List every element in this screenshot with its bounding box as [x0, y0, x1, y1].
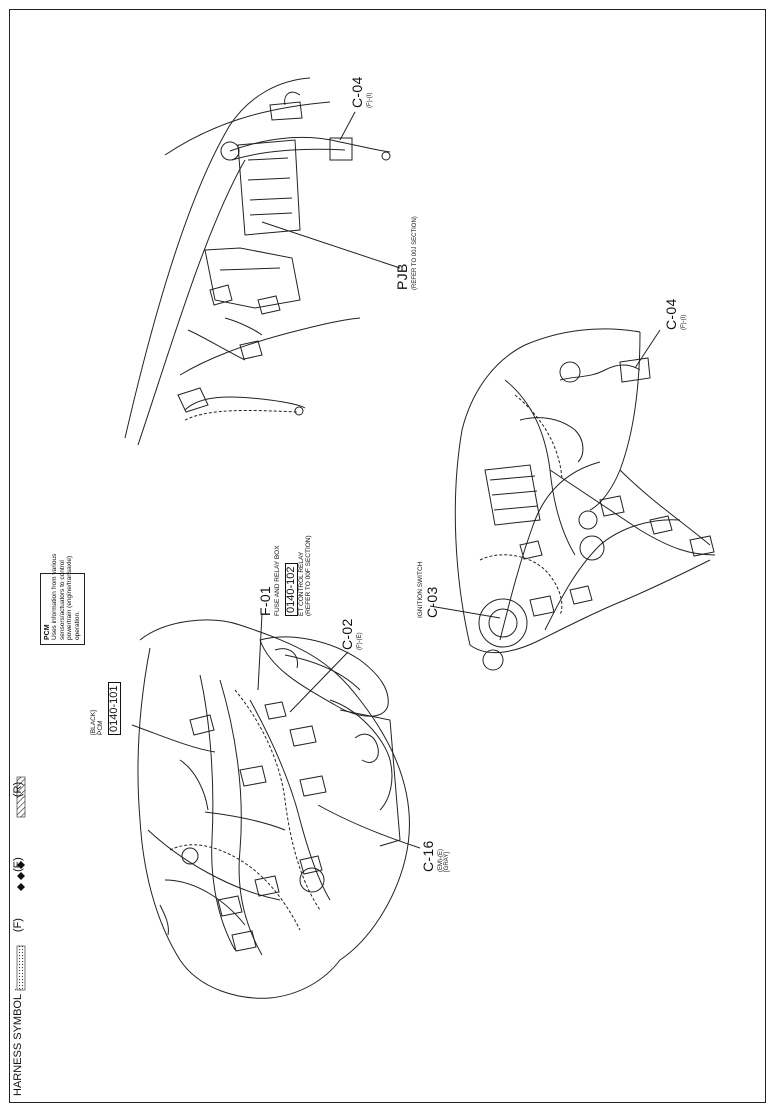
c02-leader-line [289, 651, 349, 713]
pcm-description-box: PCM Uses information from various sensor… [40, 553, 86, 645]
sheet-border [9, 9, 766, 1103]
c03-leader-line [429, 605, 501, 619]
c04-bottom-harness: (F)-(I) [680, 314, 687, 330]
harness-symbol-prefix: HARNESS SYMBOL : [12, 988, 24, 1096]
engine-compartment-drawing [137, 619, 410, 999]
c03-callout: IGNITION SWITCH C-03 [417, 562, 442, 618]
f01-name: FUSE AND RELAY BOX [273, 545, 281, 616]
pcm-box-line-2: sensors/actuators to control [58, 560, 66, 640]
pjb-callout: PJB (REFER TO 00J SECTION) [394, 216, 418, 290]
c16-callout: C-16 (EM)-(E) [GRAY] [420, 840, 451, 872]
c02-harness: (F)-(E) [356, 632, 363, 650]
c16-color-note: [GRAY] [444, 852, 451, 872]
pjb-leader-line [261, 221, 401, 269]
harness-symbol-legend: HARNESS SYMBOL : (F) (E) (R) [12, 781, 25, 1096]
c04-top-leader-line [339, 111, 356, 141]
c04-bottom-id: C-04 [663, 298, 679, 330]
c04-top-harness: (F)-(I) [366, 92, 373, 108]
pcm-callout: [BLACK] PCM 0140-101 [90, 682, 122, 735]
instrument-panel-drawing [454, 328, 716, 671]
f01-id: F-01 [257, 586, 273, 616]
c04-top-id: C-04 [349, 76, 365, 108]
harness-r-swatch-icon [16, 776, 26, 818]
c04-bottom-leader-line [634, 329, 661, 369]
pjb-ref: (REFER TO 00J SECTION) [411, 216, 418, 290]
c16-id: C-16 [420, 840, 436, 872]
c03-id: C-03 [423, 586, 440, 618]
pcm-box-line-3: powertrain (engine/transaxle) [66, 555, 74, 640]
harness-e-code: (E) [12, 857, 24, 872]
c16-leader-line [317, 804, 421, 849]
f01-callout: F-01 FUSE AND RELAY BOX 0140-102 ET CONT… [257, 535, 313, 616]
pjb-id: PJB [394, 263, 410, 290]
c04-bottom-callout: C-04 (F)-(I) [663, 298, 687, 330]
pcm-leader-line [131, 724, 216, 753]
pcm-box-line-1: Uses information from various [51, 553, 59, 640]
f01-leader-line [257, 613, 263, 691]
harness-f-code: (F) [12, 918, 24, 933]
dashboard-side-drawing [124, 77, 391, 446]
f01-ref: (REFER TO 00F SECTION) [304, 535, 312, 616]
pcm-name: PCM [96, 720, 104, 735]
harness-f-swatch-icon [16, 945, 26, 991]
c02-callout: C-02 (F)-(E) [339, 618, 363, 650]
harness-e-swatch-icon [17, 861, 25, 891]
f01-code-box: 0140-102 [284, 563, 299, 616]
harness-r-code: (R) [12, 781, 24, 798]
c04-top-callout: C-04 (F)-(I) [349, 76, 373, 108]
pcm-box-line-4: operation. [73, 611, 81, 640]
pcm-box-title: PCM [44, 624, 51, 640]
pcm-code-box: 0140-101 [107, 682, 122, 735]
c02-id: C-02 [339, 618, 355, 650]
